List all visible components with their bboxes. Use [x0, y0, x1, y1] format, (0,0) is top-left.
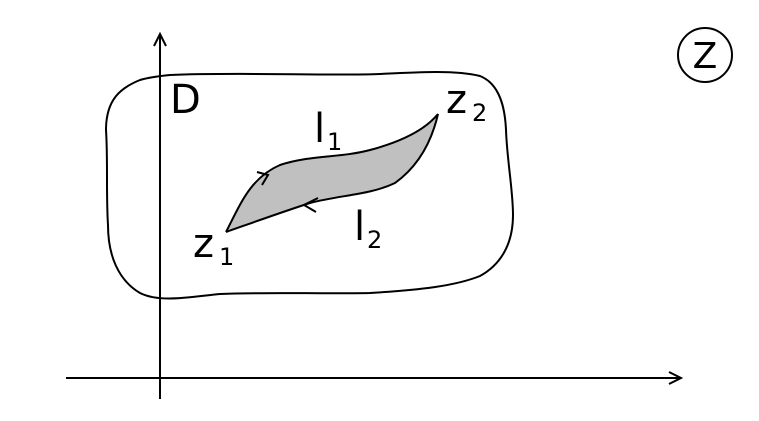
l2-base: l: [354, 204, 365, 250]
x-axis-arrowhead: [668, 371, 684, 385]
contour-l1-label: l 1: [314, 106, 342, 156]
l1-subscript: 1: [327, 128, 342, 156]
domain-label: D: [170, 77, 201, 123]
domain-boundary: [104, 71, 515, 300]
l1-direction-arrow-icon: [256, 171, 270, 186]
contour-l2-label: l 2: [354, 204, 382, 254]
plane-marker-circle: [677, 27, 733, 83]
y-axis-arrowhead: [153, 31, 167, 47]
l2-subscript: 2: [367, 226, 382, 254]
point-z1-label: z 1: [193, 221, 234, 271]
plane-label: Z: [693, 36, 718, 77]
point-z2-label: z 2: [446, 77, 487, 127]
l2-direction-arrow-icon: [301, 197, 319, 213]
z2-base: z: [446, 77, 467, 123]
shaded-region: [226, 114, 438, 232]
contour-l2: [225, 113, 439, 233]
coordinate-axes: [66, 31, 684, 399]
z2-subscript: 2: [472, 99, 487, 127]
contour-l1: [225, 113, 439, 233]
z1-base: z: [193, 221, 214, 267]
z1-subscript: 1: [219, 243, 234, 271]
l1-base: l: [314, 106, 325, 152]
